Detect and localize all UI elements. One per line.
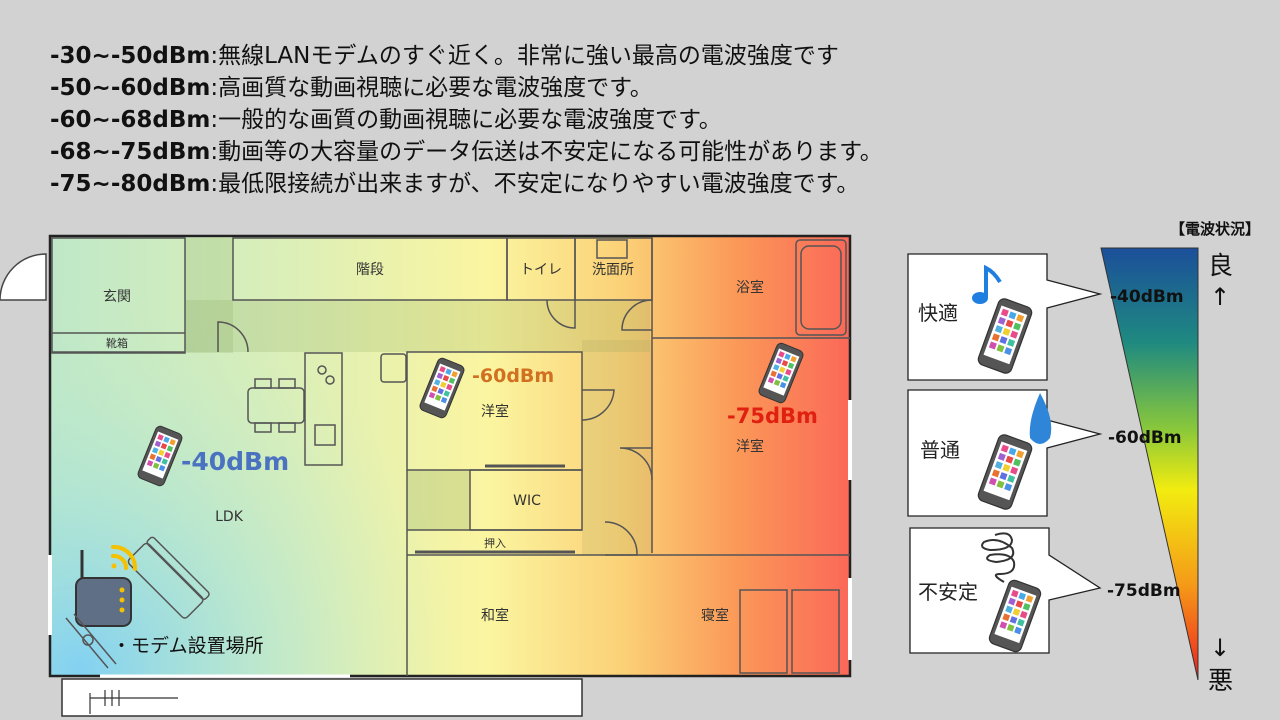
state-box-comfortable: 快適: [907, 253, 1103, 381]
scale-tick: -60dBm: [1108, 428, 1182, 448]
scale-tick: -75dBm: [1107, 581, 1181, 601]
room-label-stairs: 階段: [356, 262, 384, 278]
room-label-japanese: 和室: [481, 607, 509, 624]
down-arrow-icon: ↓: [1210, 634, 1230, 662]
room-label-washroom: 洗面所: [592, 262, 634, 278]
room-label-ldk: LDK: [215, 509, 244, 525]
legend-line: -68~-75dBm:動画等の大容量のデータ伝送は不安定になる可能性があります。: [50, 139, 883, 165]
room-label-bath: 浴室: [736, 279, 764, 296]
reading-western-1: -60dBm: [472, 365, 554, 387]
signal-scale: 【電波状況】 -40dBm -60dBm -75dBm 良 ↑ ↓ 悪: [1100, 220, 1260, 695]
room-label-bedroom: 寝室: [701, 607, 729, 624]
room-label-toilet: トイレ: [520, 262, 562, 278]
scale-title: 【電波状況】: [1170, 220, 1260, 238]
state-label: 不安定: [918, 580, 978, 604]
music-note-icon: [972, 264, 1002, 304]
legend-line: -75~-80dBm:最低限接続が出来ますが、不安定になりやすい電波強度です。: [50, 171, 860, 197]
state-box-normal: 普通: [907, 389, 1103, 517]
room-label-closet: 押入: [484, 536, 506, 550]
room-label-shoe-cabinet: 靴箱: [106, 336, 128, 350]
state-label: 普通: [920, 438, 960, 462]
wifi-signal-icon: [111, 544, 138, 571]
modem-location-label: ・モデム設置場所: [112, 635, 264, 657]
legend-line: -30~-50dBm:無線LANモデムのすぐ近く。非常に強い最高の電波強度です: [50, 43, 839, 69]
sweat-drop-icon: [1029, 393, 1052, 444]
scale-bad-label: 悪: [1208, 666, 1233, 695]
room-label-western-2: 洋室: [736, 438, 764, 455]
dizzy-spiral-icon: [981, 532, 1016, 583]
state-box-unstable: 不安定: [909, 527, 1102, 654]
reading-ldk: -40dBm: [181, 447, 289, 476]
up-arrow-icon: ↑: [1210, 283, 1230, 311]
signal-legend: -30~-50dBm:無線LANモデムのすぐ近く。非常に強い最高の電波強度です …: [50, 40, 883, 200]
room-label-wic: WIC: [513, 493, 541, 509]
legend-line: -50~-60dBm:高画質な動画視聴に必要な電波強度です。: [50, 75, 653, 101]
state-label: 快適: [918, 301, 958, 325]
router-icon: [75, 550, 132, 627]
scale-tick: -40dBm: [1110, 287, 1184, 307]
scale-good-label: 良: [1208, 251, 1233, 280]
floorplan: 玄関 靴箱 階段 トイレ 洗面所 浴室 洋室 洋室 WIC LDK 押入 和室 …: [0, 234, 852, 717]
reading-western-2: -75dBm: [727, 404, 818, 428]
room-label-entrance: 玄関: [103, 288, 131, 305]
signal-gradient-triangle: [1100, 247, 1199, 681]
room-label-western-1: 洋室: [481, 403, 509, 420]
legend-line: -60~-68dBm:一般的な画質の動画視聴に必要な電波強度です。: [50, 107, 722, 133]
